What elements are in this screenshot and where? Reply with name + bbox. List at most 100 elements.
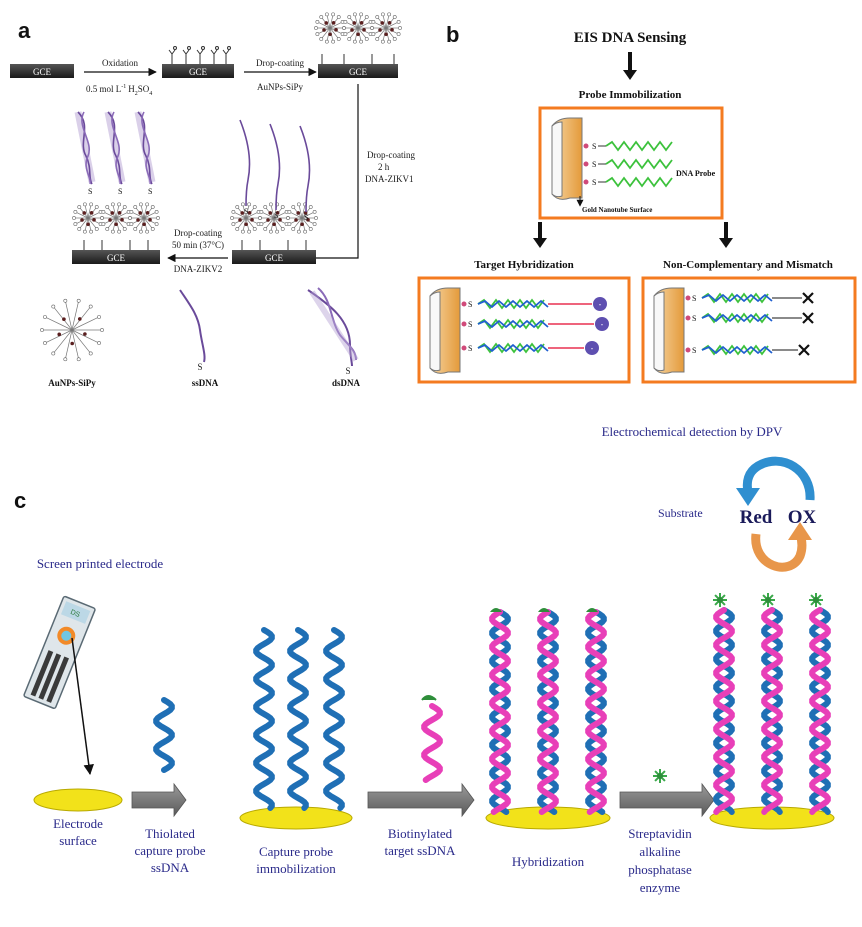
aunp-cluster (370, 12, 402, 44)
svg-text:S: S (197, 362, 202, 372)
svg-text:-: - (599, 300, 602, 309)
caption-biotinylated-target: Biotinylated target ssDNA (385, 826, 457, 858)
svg-text:capture probe: capture probe (134, 843, 205, 858)
svg-text:S: S (468, 344, 472, 353)
svg-text:Thiolated: Thiolated (145, 826, 195, 841)
caption-capture-immobilization: Capture probe immobilization (256, 844, 336, 876)
enzyme-star-icon (761, 593, 775, 607)
streptavidin-enzyme-icon (653, 769, 667, 783)
capture-probe-strand (323, 627, 345, 811)
svg-text:S: S (88, 187, 92, 196)
svg-text:Drop-coating: Drop-coating (256, 58, 304, 68)
svg-text:S: S (345, 366, 350, 376)
biotin-icon (421, 695, 437, 701)
svg-text:DNA-ZIKV1: DNA-ZIKV1 (365, 174, 414, 184)
svg-text:enzyme: enzyme (640, 880, 681, 895)
panel-b-label: b (446, 22, 459, 47)
final-pink-strand (809, 607, 831, 815)
process-arrow (367, 782, 475, 818)
svg-text:Electrode: Electrode (53, 816, 103, 831)
mismatch-box: S S S (641, 276, 857, 384)
path-arrow-dropcoat-2: Drop-coating 2 h DNA-ZIKV1 (297, 84, 415, 263)
svg-text:dsDNA: dsDNA (332, 378, 361, 388)
x-mark-icon (798, 344, 810, 356)
svg-text:Drop-coating: Drop-coating (367, 150, 415, 160)
dna-probe-strand: S (583, 140, 673, 152)
mismatch-strand: S (685, 312, 814, 324)
svg-text:50 min (37°C): 50 min (37°C) (172, 240, 224, 250)
svg-text:DNA-ZIKV2: DNA-ZIKV2 (174, 264, 223, 274)
svg-text:alkaline: alkaline (639, 844, 680, 859)
gce-electrode-2: GCE (162, 46, 234, 78)
reaction-arrow-dropcoat-1: Drop-coating AuNPs-SiPy (244, 58, 317, 92)
svg-text:GCE: GCE (349, 67, 368, 77)
ox-label: OX (788, 507, 817, 528)
gce-electrode-1: GCE (10, 64, 74, 78)
legend-aunps-sipy: AuNPs-SiPy (40, 298, 104, 388)
svg-text:GCE: GCE (189, 67, 208, 77)
target-hybridization-box: S-S-S- (417, 276, 631, 384)
mismatch-strand: S (685, 344, 810, 356)
svg-text:S: S (592, 142, 596, 151)
probe-immobilization-box: SSS DNA Probe Gold Nanotube Surface (538, 106, 724, 220)
electrode-surface-disc (239, 806, 353, 830)
aunp-cluster (128, 202, 160, 234)
svg-text:GCE: GCE (265, 253, 284, 263)
aunps-sipy-legend-icon (40, 298, 104, 362)
probe-immobilization-title: Probe Immobilization (579, 89, 682, 101)
redox-cycle-icon (736, 456, 815, 572)
screen-printed-electrode-icon: DS (23, 595, 96, 710)
hybrid-pink-strand (489, 609, 511, 815)
reaction-arrow-dropcoat-3: Drop-coating 50 min (37°C) DNA-ZIKV2 (167, 228, 228, 274)
svg-text:Streptavidin: Streptavidin (628, 826, 692, 841)
dna-probe-strand: S (583, 158, 673, 170)
dpv-title: Electrochemical detection by DPV (602, 424, 783, 439)
svg-text:Oxidation: Oxidation (102, 58, 138, 68)
svg-text:-: - (591, 344, 594, 353)
biotin-icon (490, 608, 502, 612)
svg-text:immobilization: immobilization (256, 861, 336, 876)
svg-text:AuNPs-SiPy: AuNPs-SiPy (48, 378, 96, 388)
thiolated-probe-strand (153, 697, 175, 773)
x-mark-icon (802, 292, 814, 304)
caption-thiolated-probe: Thiolated capture probe ssDNA (134, 826, 205, 875)
panel-c-label: c (14, 488, 26, 513)
svg-text:phosphatase: phosphatase (628, 862, 692, 877)
red-label: Red (740, 507, 773, 528)
hybridized-strand: S- (461, 317, 609, 331)
svg-text:GCE: GCE (107, 253, 126, 263)
svg-text:ssDNA: ssDNA (151, 860, 190, 875)
spe-label: Screen printed electrode (37, 556, 164, 571)
aunp-cluster (230, 202, 262, 234)
svg-text:surface: surface (59, 833, 97, 848)
process-arrow (131, 782, 187, 818)
svg-text:S: S (692, 346, 696, 355)
hybrid-pink-strand (585, 609, 607, 815)
svg-text:Hybridization: Hybridization (512, 854, 585, 869)
svg-text:GCE: GCE (33, 67, 52, 77)
caption-electrode-surface: Electrode surface (53, 816, 103, 848)
svg-text:S: S (692, 294, 696, 303)
capture-probe-strand (287, 627, 309, 811)
svg-text:S: S (118, 187, 122, 196)
enzyme-star-icon (809, 593, 823, 607)
substrate-label: Substrate (658, 506, 703, 520)
svg-text:AuNPs-SiPy: AuNPs-SiPy (257, 82, 304, 92)
svg-text:Capture probe: Capture probe (259, 844, 333, 859)
svg-text:Biotinylated: Biotinylated (388, 826, 453, 841)
svg-text:-: - (601, 320, 604, 329)
aunp-cluster (286, 202, 318, 234)
svg-text:S: S (468, 320, 472, 329)
svg-text:S: S (692, 314, 696, 323)
svg-text:DNA Probe: DNA Probe (676, 169, 716, 178)
final-pink-strand (713, 607, 735, 815)
panel-a-label: a (18, 18, 31, 43)
svg-text:S: S (592, 160, 596, 169)
panel-b: b EIS DNA Sensing Probe Immobilization S… (417, 22, 857, 384)
enzyme-star-icon (713, 593, 727, 607)
